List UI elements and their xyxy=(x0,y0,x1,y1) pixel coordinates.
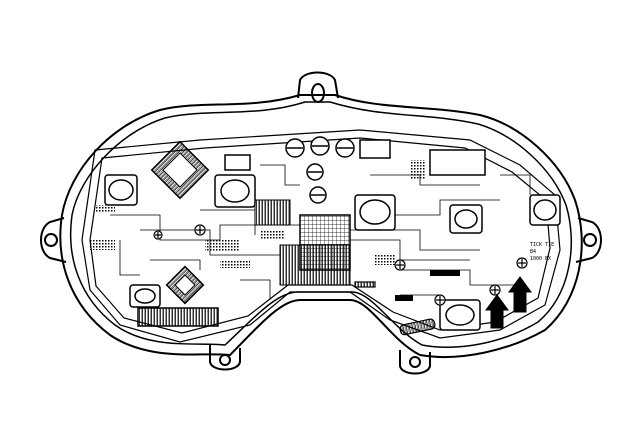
board-label-line-2: B4 xyxy=(530,249,536,255)
bottom-pin-header xyxy=(137,307,219,327)
board-label: TICK TIE B4 1000 BX xyxy=(530,242,554,262)
right-mount-tab xyxy=(575,217,602,263)
gauge-motors xyxy=(104,174,561,331)
left-mount-tab xyxy=(40,217,67,263)
left-arrow-icon xyxy=(485,294,509,329)
center-connector-grid xyxy=(254,199,351,286)
board-label-line-3: 1000 BX xyxy=(530,256,551,262)
right-arrow-icon xyxy=(508,276,532,313)
secondary-processor-chip xyxy=(165,265,205,305)
smd-components xyxy=(90,160,460,301)
electrolytic-capacitors xyxy=(285,136,355,204)
board-label-line-1: TICK TIE xyxy=(530,242,554,248)
bottom-right-mount-tab xyxy=(399,350,431,375)
bottom-slot xyxy=(354,281,436,336)
lcd-display-area xyxy=(224,139,486,176)
bottom-left-mount-tab xyxy=(209,345,241,371)
main-processor-chip xyxy=(150,140,210,200)
screw-mounts xyxy=(153,224,528,306)
pointer-arrows xyxy=(485,276,532,329)
cluster-housing xyxy=(59,94,583,358)
top-mount-tab xyxy=(297,71,339,103)
circuit-board-outline xyxy=(81,129,561,343)
